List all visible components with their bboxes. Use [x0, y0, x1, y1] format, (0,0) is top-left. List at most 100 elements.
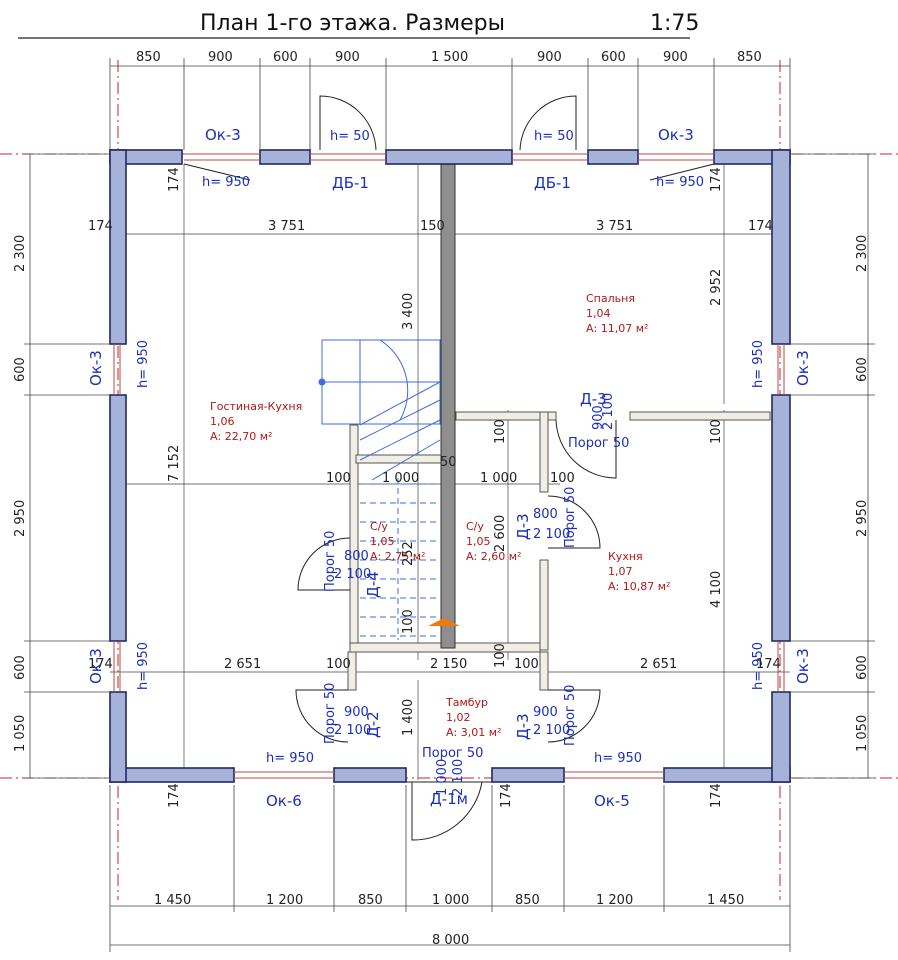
dim-252: 252: [401, 541, 416, 566]
dim-174-right-lower: 174: [756, 657, 781, 672]
dim-bottom-3: 1 000: [432, 893, 469, 908]
door-label-d2: Д-2: [364, 711, 382, 738]
room-kitchen-num: 1,07: [608, 565, 633, 578]
room-living-kitchen-area: А: 22,70 м²: [210, 430, 272, 443]
dim-overall-width: 8 000: [432, 933, 469, 948]
threshold-d2: Порог 50: [323, 683, 338, 744]
dim-174-right: 174: [748, 219, 773, 234]
exterior-walls: [109, 149, 791, 783]
dim-top-7: 900: [663, 50, 688, 65]
plan-title: План 1-го этажа. Размеры: [200, 11, 505, 36]
dim-174-left-lower: 174: [88, 657, 113, 672]
stair-direction-arrow: [428, 618, 460, 626]
dim-2600: 2 600: [493, 515, 508, 552]
dim-bottom-2: 850: [358, 893, 383, 908]
dim-3751-right: 3 751: [596, 219, 633, 234]
threshold-d3-entry: Порог 50: [563, 685, 578, 746]
door-label-d3-entry: Д-3: [514, 713, 532, 740]
door-label-d3-bedroom: Д-3: [580, 390, 607, 408]
dim-bottom-1: 1 200: [266, 893, 303, 908]
dim-1400: 1 400: [401, 699, 416, 736]
door-labels: Д-3 900 2 100 Порог 50 Д-3 800 2 100 Пор…: [323, 390, 629, 808]
door-height-d3-wc: 2 100: [533, 527, 570, 542]
dim-left-2: 2 950: [13, 500, 28, 537]
dim-right-3: 600: [855, 655, 870, 680]
dim-100-vert-wc: 100: [493, 419, 508, 444]
room-kitchen-area: А: 10,87 м²: [608, 580, 670, 593]
entrance-door-swing: [406, 781, 492, 841]
room-living-kitchen-name: Гостиная-Кухня: [210, 400, 302, 413]
room-wc1-area: А: 2,75 м²: [370, 550, 425, 563]
dim-4100: 4 100: [709, 571, 724, 608]
door-height-d3-bedroom: 2 100: [601, 393, 616, 430]
dim-100-vert-stair: 100: [401, 609, 416, 634]
door-width-d4: 800: [344, 549, 369, 564]
room-vestibule-area: А: 3,01 м²: [446, 726, 501, 739]
door-width-d3-wc: 800: [533, 507, 558, 522]
dim-top-8: 850: [737, 50, 762, 65]
dim-2651-right: 2 651: [640, 657, 677, 672]
room-labels: Гостиная-Кухня 1,06 А: 22,70 м² Спальня …: [210, 292, 670, 739]
room-bedroom-name: Спальня: [586, 292, 635, 305]
room-wc2-name: С/у: [466, 520, 484, 533]
threshold-d4: Порог 50: [323, 531, 338, 592]
threshold-d3-bedroom: Порог 50: [568, 436, 629, 451]
door-height-d4: 2 100: [334, 567, 371, 582]
top-dimension-chain: [109, 58, 791, 150]
dim-top-3: 900: [335, 50, 360, 65]
room-wc2-num: 1,05: [466, 535, 491, 548]
room-living-kitchen-num: 1,06: [210, 415, 235, 428]
interior-dimension-lines: [110, 164, 790, 780]
window-label-ok3-left-lower: Ок-3: [87, 648, 105, 684]
dim-100-vert-kitchen: 100: [709, 419, 724, 444]
threshold-d3-wc: Порог 50: [563, 487, 578, 548]
door-label-d1m: Д-1м: [430, 790, 468, 808]
stair-outline: [318, 339, 441, 481]
window-label-ok3-top-left: Ок-3: [205, 126, 241, 144]
stair-lower-flight: [360, 478, 440, 640]
door-width-d3-entry: 900: [533, 705, 558, 720]
dim-3751-left: 3 751: [268, 219, 305, 234]
door-label-d4: Д-4: [364, 571, 382, 598]
dim-174-left: 174: [88, 219, 113, 234]
door-label-d3-wc: Д-3: [514, 513, 532, 540]
dim-2651-left: 2 651: [224, 657, 261, 672]
left-dimension-chain: [24, 153, 110, 779]
sill-height-top-left: h= 950: [202, 175, 250, 190]
dim-2150: 2 150: [430, 657, 467, 672]
dim-left-0: 2 300: [13, 235, 28, 272]
dim-100-lower-right: 100: [514, 657, 539, 672]
door-height-d2: 2 100: [334, 723, 371, 738]
window-label-ok3-right-upper: Ок-3: [794, 350, 812, 386]
sill-height-left-upper: h= 950: [136, 340, 151, 388]
sill-height-top-right: h= 950: [656, 175, 704, 190]
sill-height-db1-left: h= 50: [330, 129, 370, 144]
sill-height-right-upper: h= 950: [751, 340, 766, 388]
window-panes: [113, 153, 785, 779]
dim-1000: 1 000: [480, 471, 517, 486]
sill-height-ok5: h= 950: [594, 751, 642, 766]
dim-bottom-5: 1 200: [596, 893, 633, 908]
right-dimension-chain: [790, 153, 875, 779]
balcony-door-db1-left: ДБ-1: [332, 174, 369, 192]
dim-right-2: 2 950: [855, 500, 870, 537]
sill-height-ok6: h= 950: [266, 751, 314, 766]
room-wc2-area: А: 2,60 м²: [466, 550, 521, 563]
dim-100-vert-vestibule: 100: [493, 643, 508, 668]
central-wall: [440, 163, 456, 649]
window-label-ok5: Ок-5: [594, 792, 630, 810]
room-vestibule-name: Тамбур: [445, 696, 488, 709]
dim-50: 50: [440, 455, 457, 470]
dim-bottom-4: 850: [515, 893, 540, 908]
door-width-d1m: 1 000: [435, 759, 450, 796]
dim-top-1: 900: [208, 50, 233, 65]
dim-right-0: 2 300: [855, 235, 870, 272]
dim-bottom-6: 1 450: [707, 893, 744, 908]
dim-left-3: 600: [13, 655, 28, 680]
room-vestibule-num: 1,02: [446, 711, 471, 724]
dim-left-1: 600: [13, 357, 28, 382]
top-dimension-labels: 850 900 600 900 1 500 900 600 900 850: [136, 50, 762, 65]
left-dimension-labels: 2 300 600 2 950 600 1 050: [13, 235, 28, 752]
balcony-door-db1-right: ДБ-1: [534, 174, 571, 192]
dim-150: 150: [420, 219, 445, 234]
